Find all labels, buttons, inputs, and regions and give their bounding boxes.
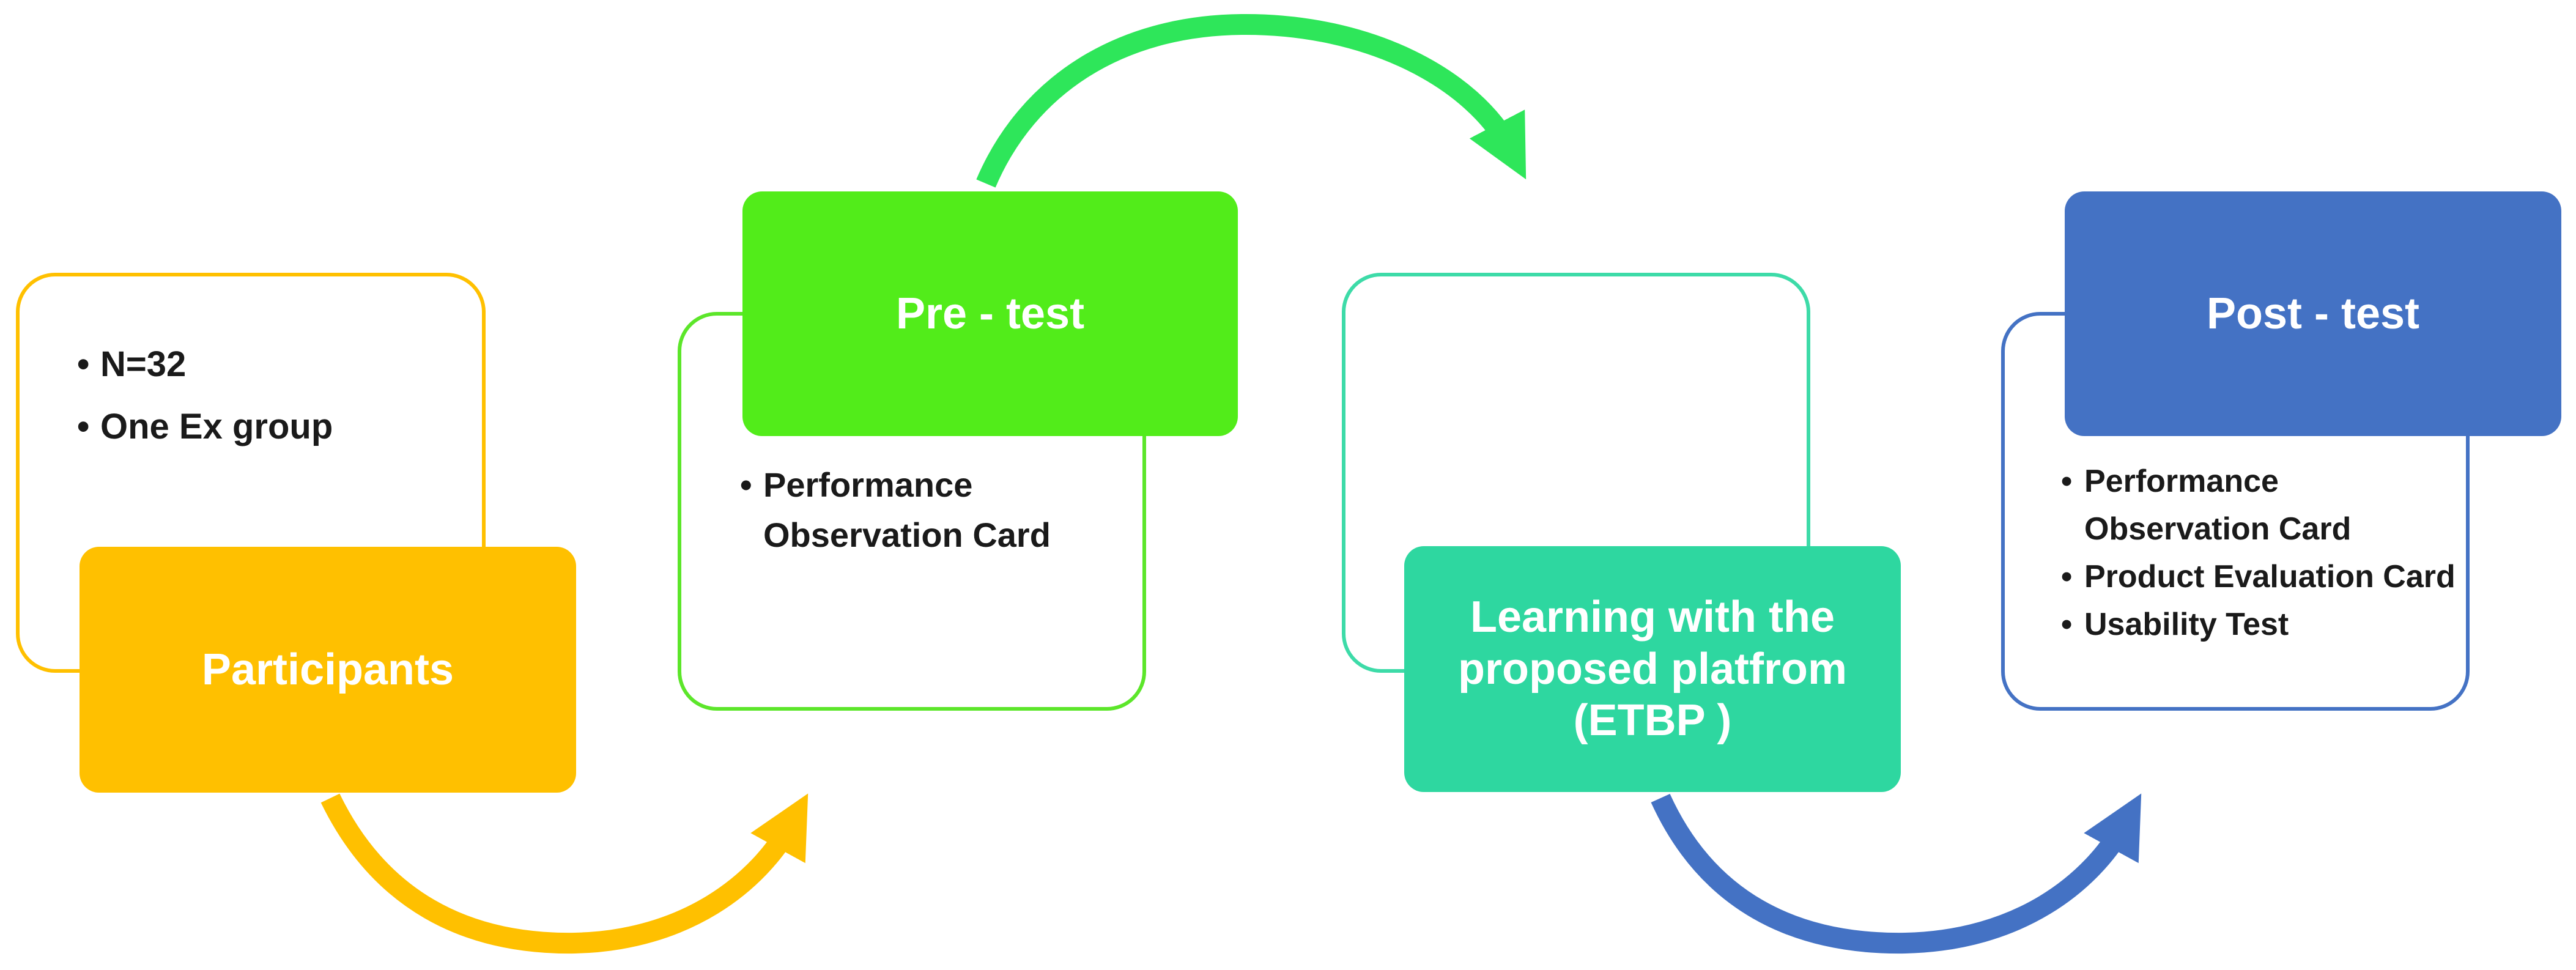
pretest-details-list: Performance Observation Card bbox=[740, 460, 1083, 560]
learning-title-line: proposed platfrom bbox=[1457, 644, 1847, 694]
list-item: Performance Observation Card bbox=[740, 460, 1083, 560]
participants-header: Participants bbox=[80, 547, 576, 793]
list-item: Performance Observation Card bbox=[2061, 457, 2465, 553]
arrow-learning-to-posttest bbox=[1651, 793, 2142, 954]
posttest-title: Post - test bbox=[2206, 289, 2420, 338]
arrow-participants-to-pretest bbox=[320, 793, 809, 954]
list-item: Product Evaluation Card bbox=[2061, 553, 2465, 601]
participants-details-list: N=32 One Ex group bbox=[77, 333, 468, 458]
list-item: One Ex group bbox=[77, 396, 468, 458]
learning-title-line: Learning with the bbox=[1470, 592, 1835, 642]
posttest-header: Post - test bbox=[2065, 191, 2561, 436]
arrow-pretest-to-learning bbox=[976, 13, 1527, 188]
list-item: Usability Test bbox=[2061, 601, 2465, 648]
learning-title: Learning with the proposed platfrom (ETB… bbox=[1458, 591, 1847, 747]
list-item: N=32 bbox=[77, 333, 468, 396]
pretest-title: Pre - test bbox=[895, 289, 1085, 338]
learning-header: Learning with the proposed platfrom (ETB… bbox=[1404, 546, 1901, 792]
pretest-header: Pre - test bbox=[742, 191, 1238, 436]
learning-title-line: (ETBP ) bbox=[1573, 696, 1732, 746]
posttest-details-list: Performance Observation Card Product Eva… bbox=[2061, 457, 2465, 648]
participants-title: Participants bbox=[201, 645, 454, 694]
